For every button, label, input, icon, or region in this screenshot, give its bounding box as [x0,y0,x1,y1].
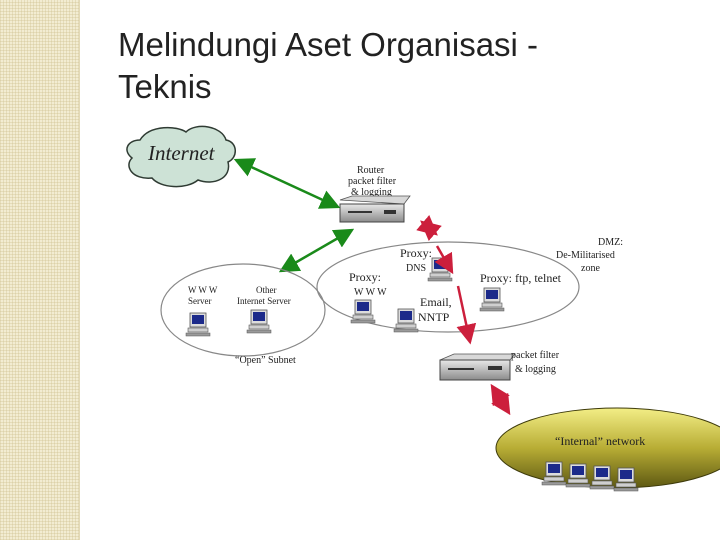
decorative-side-band [0,0,80,540]
proxy-ftp-label: Proxy: ftp, telnet [480,271,562,285]
packet-filter-internal-link [490,383,511,416]
open-subnet-boundary [160,263,326,357]
packet-filter-device [439,353,516,381]
internet-router-link [233,158,341,209]
router-device [339,195,411,223]
dns-proxy-computer-icon [427,257,453,282]
packet-filter-label: packet filter [511,350,560,361]
router-open-subnet-link [278,228,355,273]
www-server-computer-icon [185,312,211,337]
open-subnet-label: “Open” Subnet [235,355,296,366]
other-server-label-2: Internet Server [237,296,291,306]
proxy-www-label-2: W W W [354,287,387,298]
dmz-label: DMZ: [598,237,623,248]
email-label-2: NNTP [418,310,450,324]
internet-label: Internet [147,141,216,165]
ftp-proxy-computer-icon [479,287,505,312]
proxy-dns-label-2: DNS [406,263,426,274]
email-label: Email, [420,295,452,309]
dmz-boundary [316,241,580,333]
dmz-label-3: zone [581,263,600,274]
router-logging-label: & logging [351,187,392,198]
dmz-internal-link-upper [434,245,454,275]
other-server-computer-icon [246,309,272,334]
proxy-dns-label: Proxy: [400,246,432,260]
other-server-label: Other [256,285,277,295]
internal-network-label: “Internal” network [555,434,645,448]
www-server-label: W W W [188,285,218,295]
slide-title-line-2: Teknis [118,68,212,105]
proxy-www-label: Proxy: [349,270,381,284]
packet-filter-logging-label: & logging [515,364,556,375]
slide-title-line-1: Melindungi Aset Organisasi - [118,26,539,63]
dmz-packet-filter-link [456,285,477,345]
slide-title: Melindungi Aset Organisasi - Teknis [118,24,678,108]
router-label: Router [357,165,385,176]
dmz-label-2: De-Militarised [556,250,615,261]
internet-cloud: Internet [126,125,236,188]
www-server-label-2: Server [188,296,212,306]
www-proxy-computer-icon [350,299,376,324]
router-packet-filter-label: packet filter [348,176,397,187]
router-dmz-link [416,215,442,241]
